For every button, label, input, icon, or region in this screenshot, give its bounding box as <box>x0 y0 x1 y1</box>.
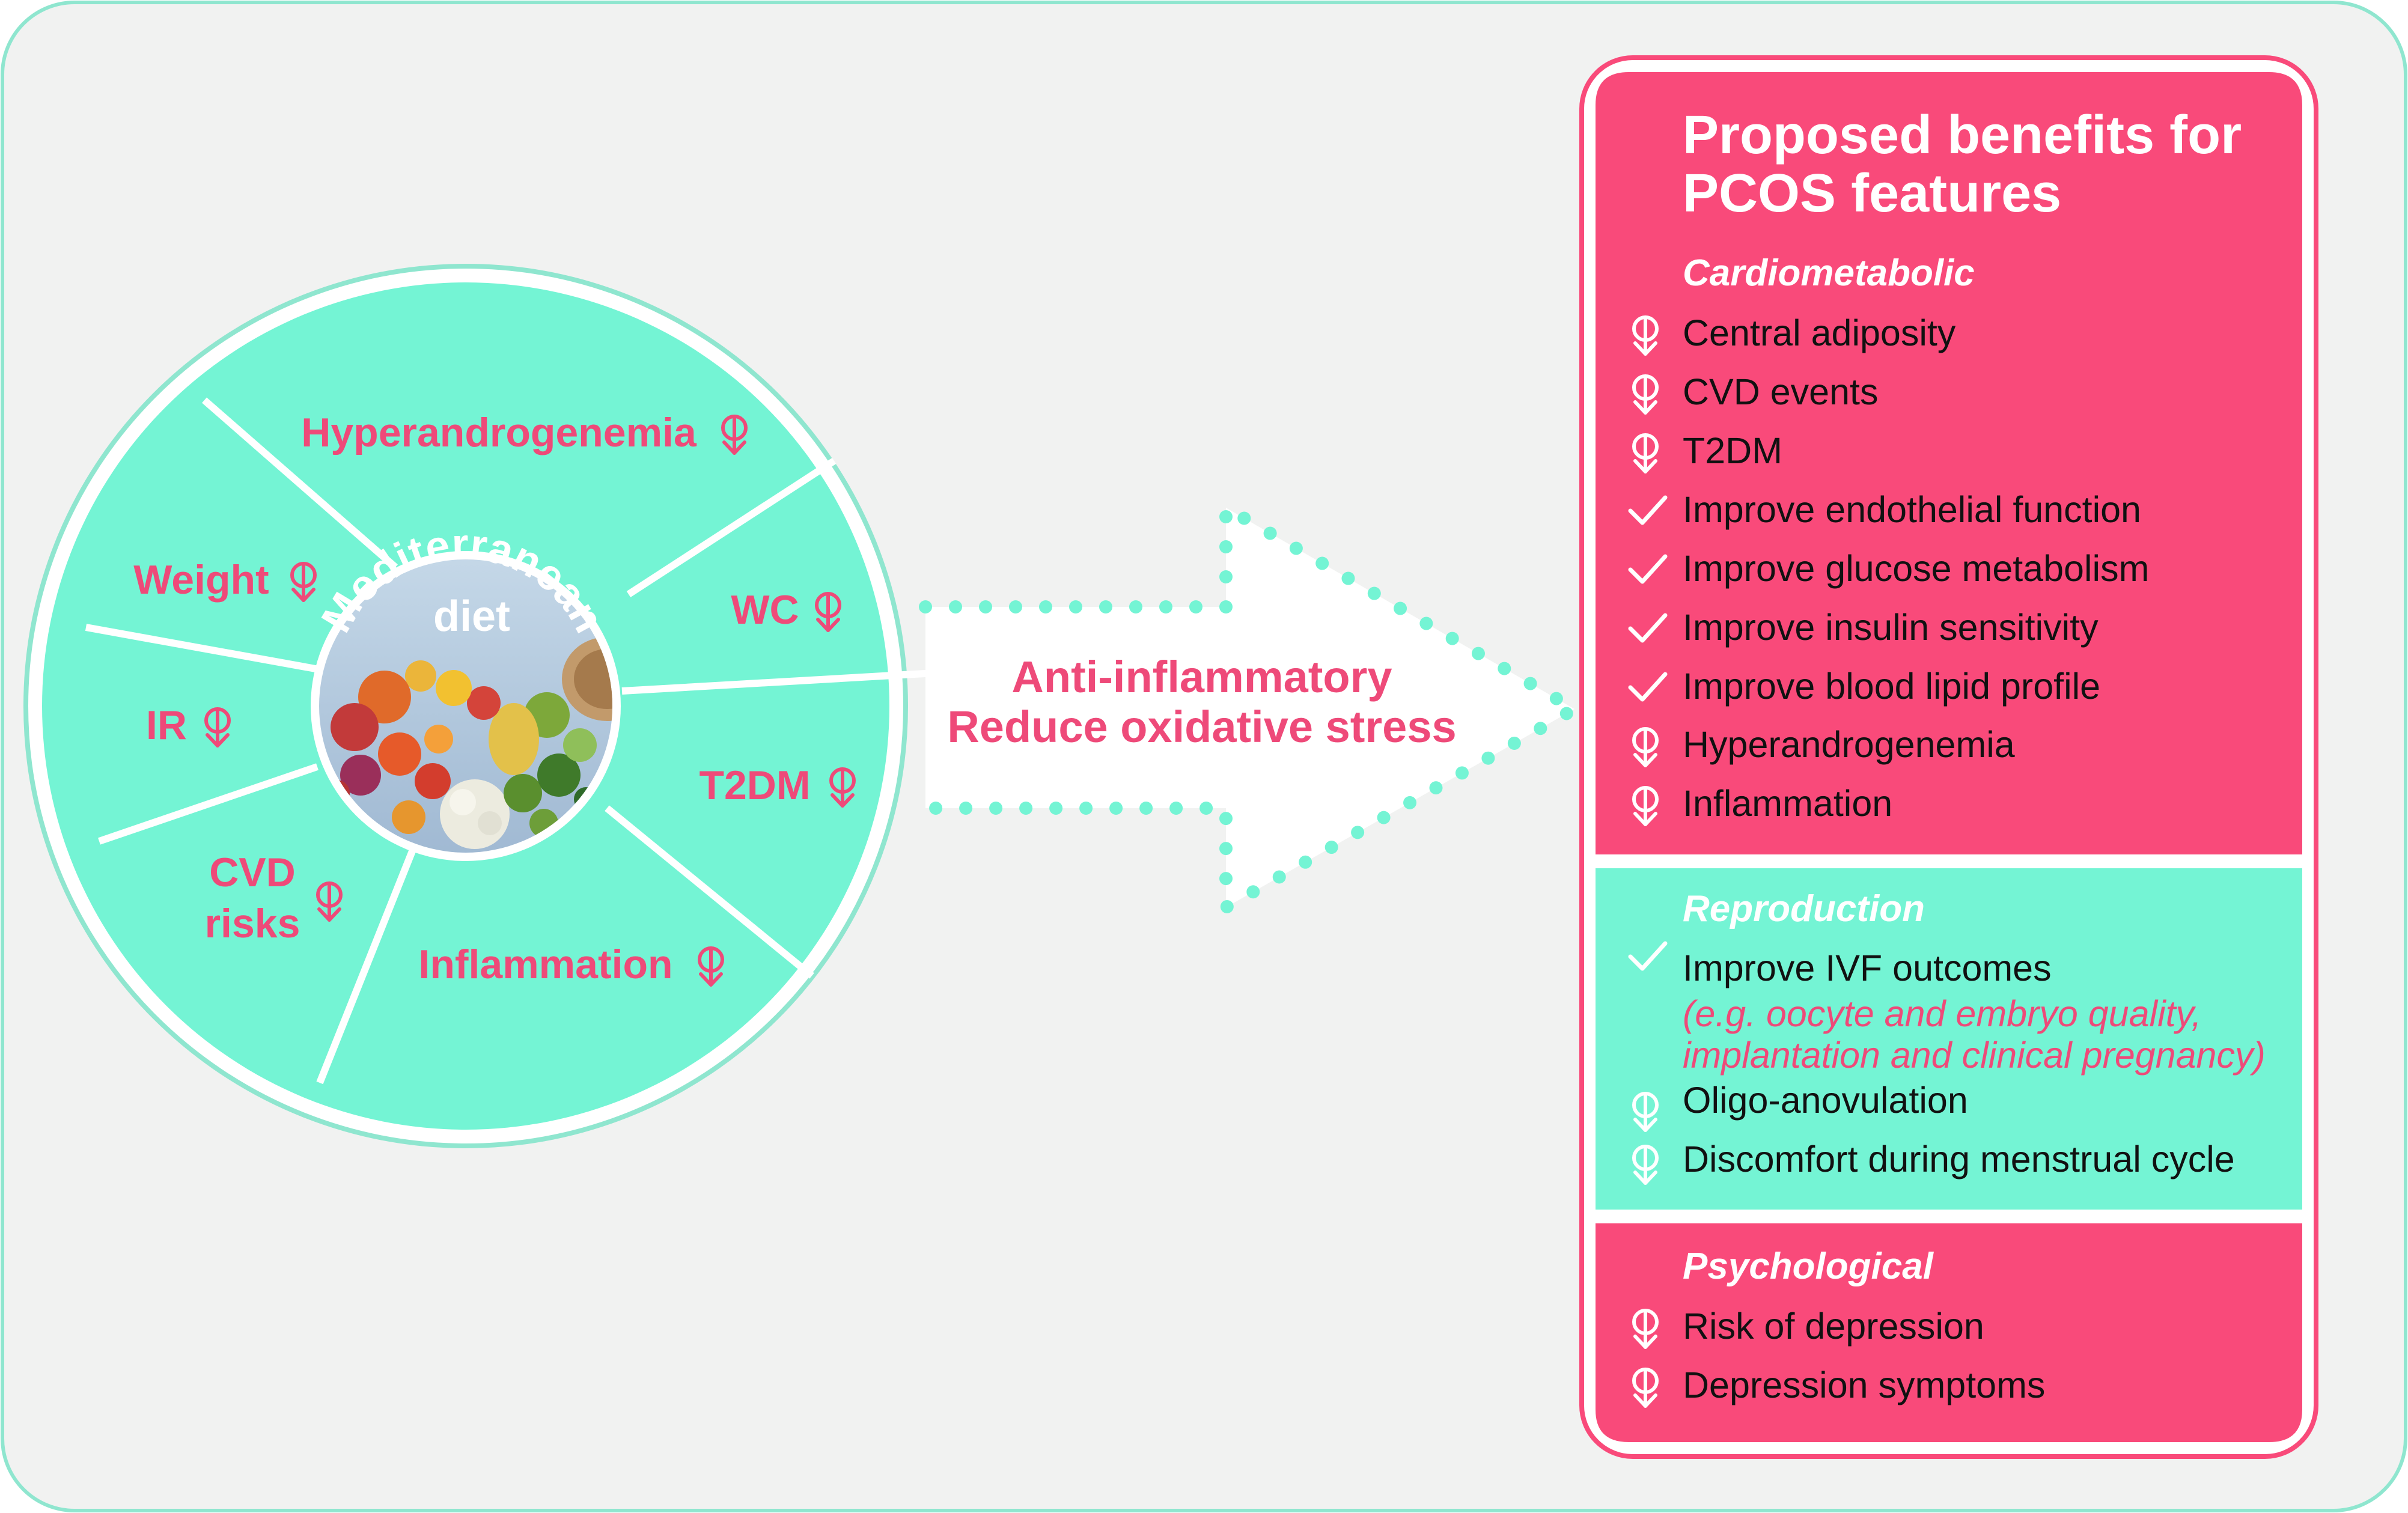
list-item: Oligo-anovulation <box>1634 1080 1968 1130</box>
segment-hyperandrogenemia: Hyperandrogenemia <box>301 410 746 455</box>
plate-label-diet: diet <box>433 592 510 641</box>
list-item: Depression symptoms <box>1634 1365 2045 1406</box>
item-text: Hyperandrogenemia <box>1683 724 2015 765</box>
section-title-cardiometabolic: Cardiometabolic <box>1683 252 1975 294</box>
item-text: Improve endothelial function <box>1683 489 2141 530</box>
list-item: Improve glucose metabolism <box>1630 548 2149 589</box>
ivf-note-line2: implantation and clinical pregnancy) <box>1683 1035 2266 1076</box>
segment-label-line1: CVD <box>209 850 296 895</box>
item-text: T2DM <box>1683 430 1782 471</box>
list-item: Hyperandrogenemia <box>1634 724 2015 766</box>
list-item: Inflammation <box>1634 783 1892 824</box>
segment-weight: Weight <box>133 557 315 603</box>
reproduction-box <box>1596 868 2302 1210</box>
cardiometabolic-box <box>1596 72 2302 854</box>
segment-t2dm: T2DM <box>699 763 854 808</box>
wheel-dividers <box>85 397 936 1085</box>
segment-label: Hyperandrogenemia <box>301 410 697 455</box>
list-item: Improve insulin sensitivity <box>1630 607 2099 648</box>
mediterranean-food-image <box>319 559 612 853</box>
segment-label: Weight <box>133 557 269 603</box>
item-text: Discomfort during menstrual cycle <box>1683 1139 2235 1180</box>
benefits-panel: Proposed benefits for PCOS features Card… <box>1579 55 2318 1459</box>
item-text: Depression symptoms <box>1683 1365 2045 1405</box>
list-item: Improve blood lipid profile <box>1630 666 2100 707</box>
item-text: Central adiposity <box>1683 312 1956 353</box>
item-text: Oligo-anovulation <box>1683 1080 1968 1121</box>
list-item: Improve endothelial function <box>1630 489 2141 530</box>
list-item: CVD events <box>1634 371 1878 413</box>
arrow-dotted-outline <box>919 501 1581 914</box>
panel-title-line2: PCOS features <box>1683 163 2061 224</box>
item-text: Improve insulin sensitivity <box>1683 607 2099 648</box>
arrow-text-line2: Reduce oxidative stress <box>947 702 1456 752</box>
segment-label-line2: risks <box>205 901 300 946</box>
item-text: Improve glucose metabolism <box>1683 548 2149 589</box>
item-text: Improve blood lipid profile <box>1683 666 2100 707</box>
segment-label: Inflammation <box>418 942 672 987</box>
segment-ir: IR <box>146 702 229 748</box>
list-item: T2DM <box>1634 430 1782 472</box>
section-title-psychological: Psychological <box>1683 1246 1934 1287</box>
effects-arrow: Anti-inflammatory Reduce oxidative stres… <box>919 501 1581 914</box>
list-item: Risk of depression <box>1634 1306 1984 1347</box>
mediterranean-diet-wheel: Mediterranean diet Hyperandrogenemia WC … <box>23 264 936 1148</box>
item-text: CVD events <box>1683 371 1878 412</box>
segment-inflammation: Inflammation <box>418 942 722 987</box>
segment-wc: WC <box>731 587 840 633</box>
segment-cvd-risks: CVD risks <box>205 850 341 946</box>
psychological-box <box>1596 1223 2302 1442</box>
ivf-note-line1: (e.g. oocyte and embryo quality, <box>1683 993 2202 1034</box>
list-item: Improve IVF outcomes <box>1630 943 2052 988</box>
panel-title-line1: Proposed benefits for <box>1683 105 2242 165</box>
item-text: Improve IVF outcomes <box>1683 948 2052 988</box>
item-text: Inflammation <box>1683 783 1892 824</box>
list-item: Discomfort during menstrual cycle <box>1634 1139 2235 1183</box>
segment-label: WC <box>731 587 799 633</box>
arrow-text-line1: Anti-inflammatory <box>1011 652 1392 702</box>
list-item: Central adiposity <box>1634 312 1956 354</box>
item-text: Risk of depression <box>1683 1306 1984 1347</box>
section-title-reproduction: Reproduction <box>1683 888 1925 930</box>
segment-label: T2DM <box>699 763 810 808</box>
segment-label: IR <box>146 702 187 748</box>
